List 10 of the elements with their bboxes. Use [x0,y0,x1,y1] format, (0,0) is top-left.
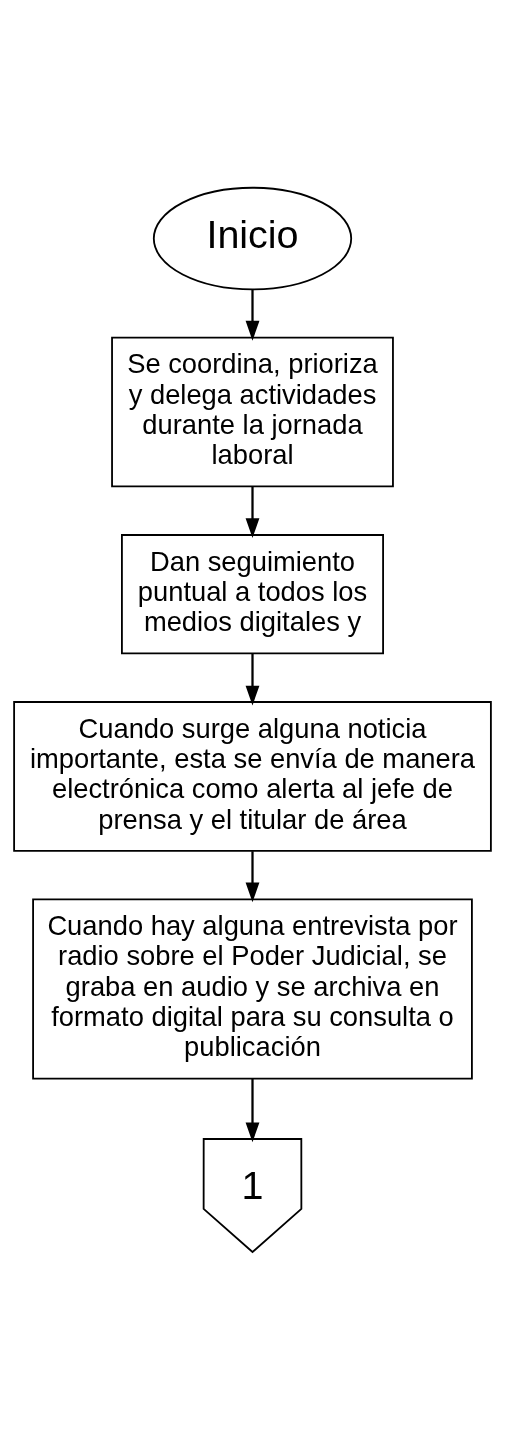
node-box: Dan seguimiento puntual a todos los medios digitales y [121,533,384,654]
arrow [245,486,260,538]
arrow [245,653,260,705]
node-box: Se coordina, prioriza y delega actividades durante la jornada laboral [111,336,394,487]
node-ellipse: Inicio [152,186,353,290]
arrow [245,288,260,341]
arrow [245,1078,260,1142]
node-box: Cuando surge alguna noticia importante, esta se envía de manera electrónica como alerta al jefe de prensa y el titular de área [13,700,492,852]
node-box: Cuando hay alguna entrevista por radio sobre el Poder Judicial, se graba en audio y se archiva en formato digital para su consulta o publicación [32,898,473,1079]
arrow [245,850,260,902]
